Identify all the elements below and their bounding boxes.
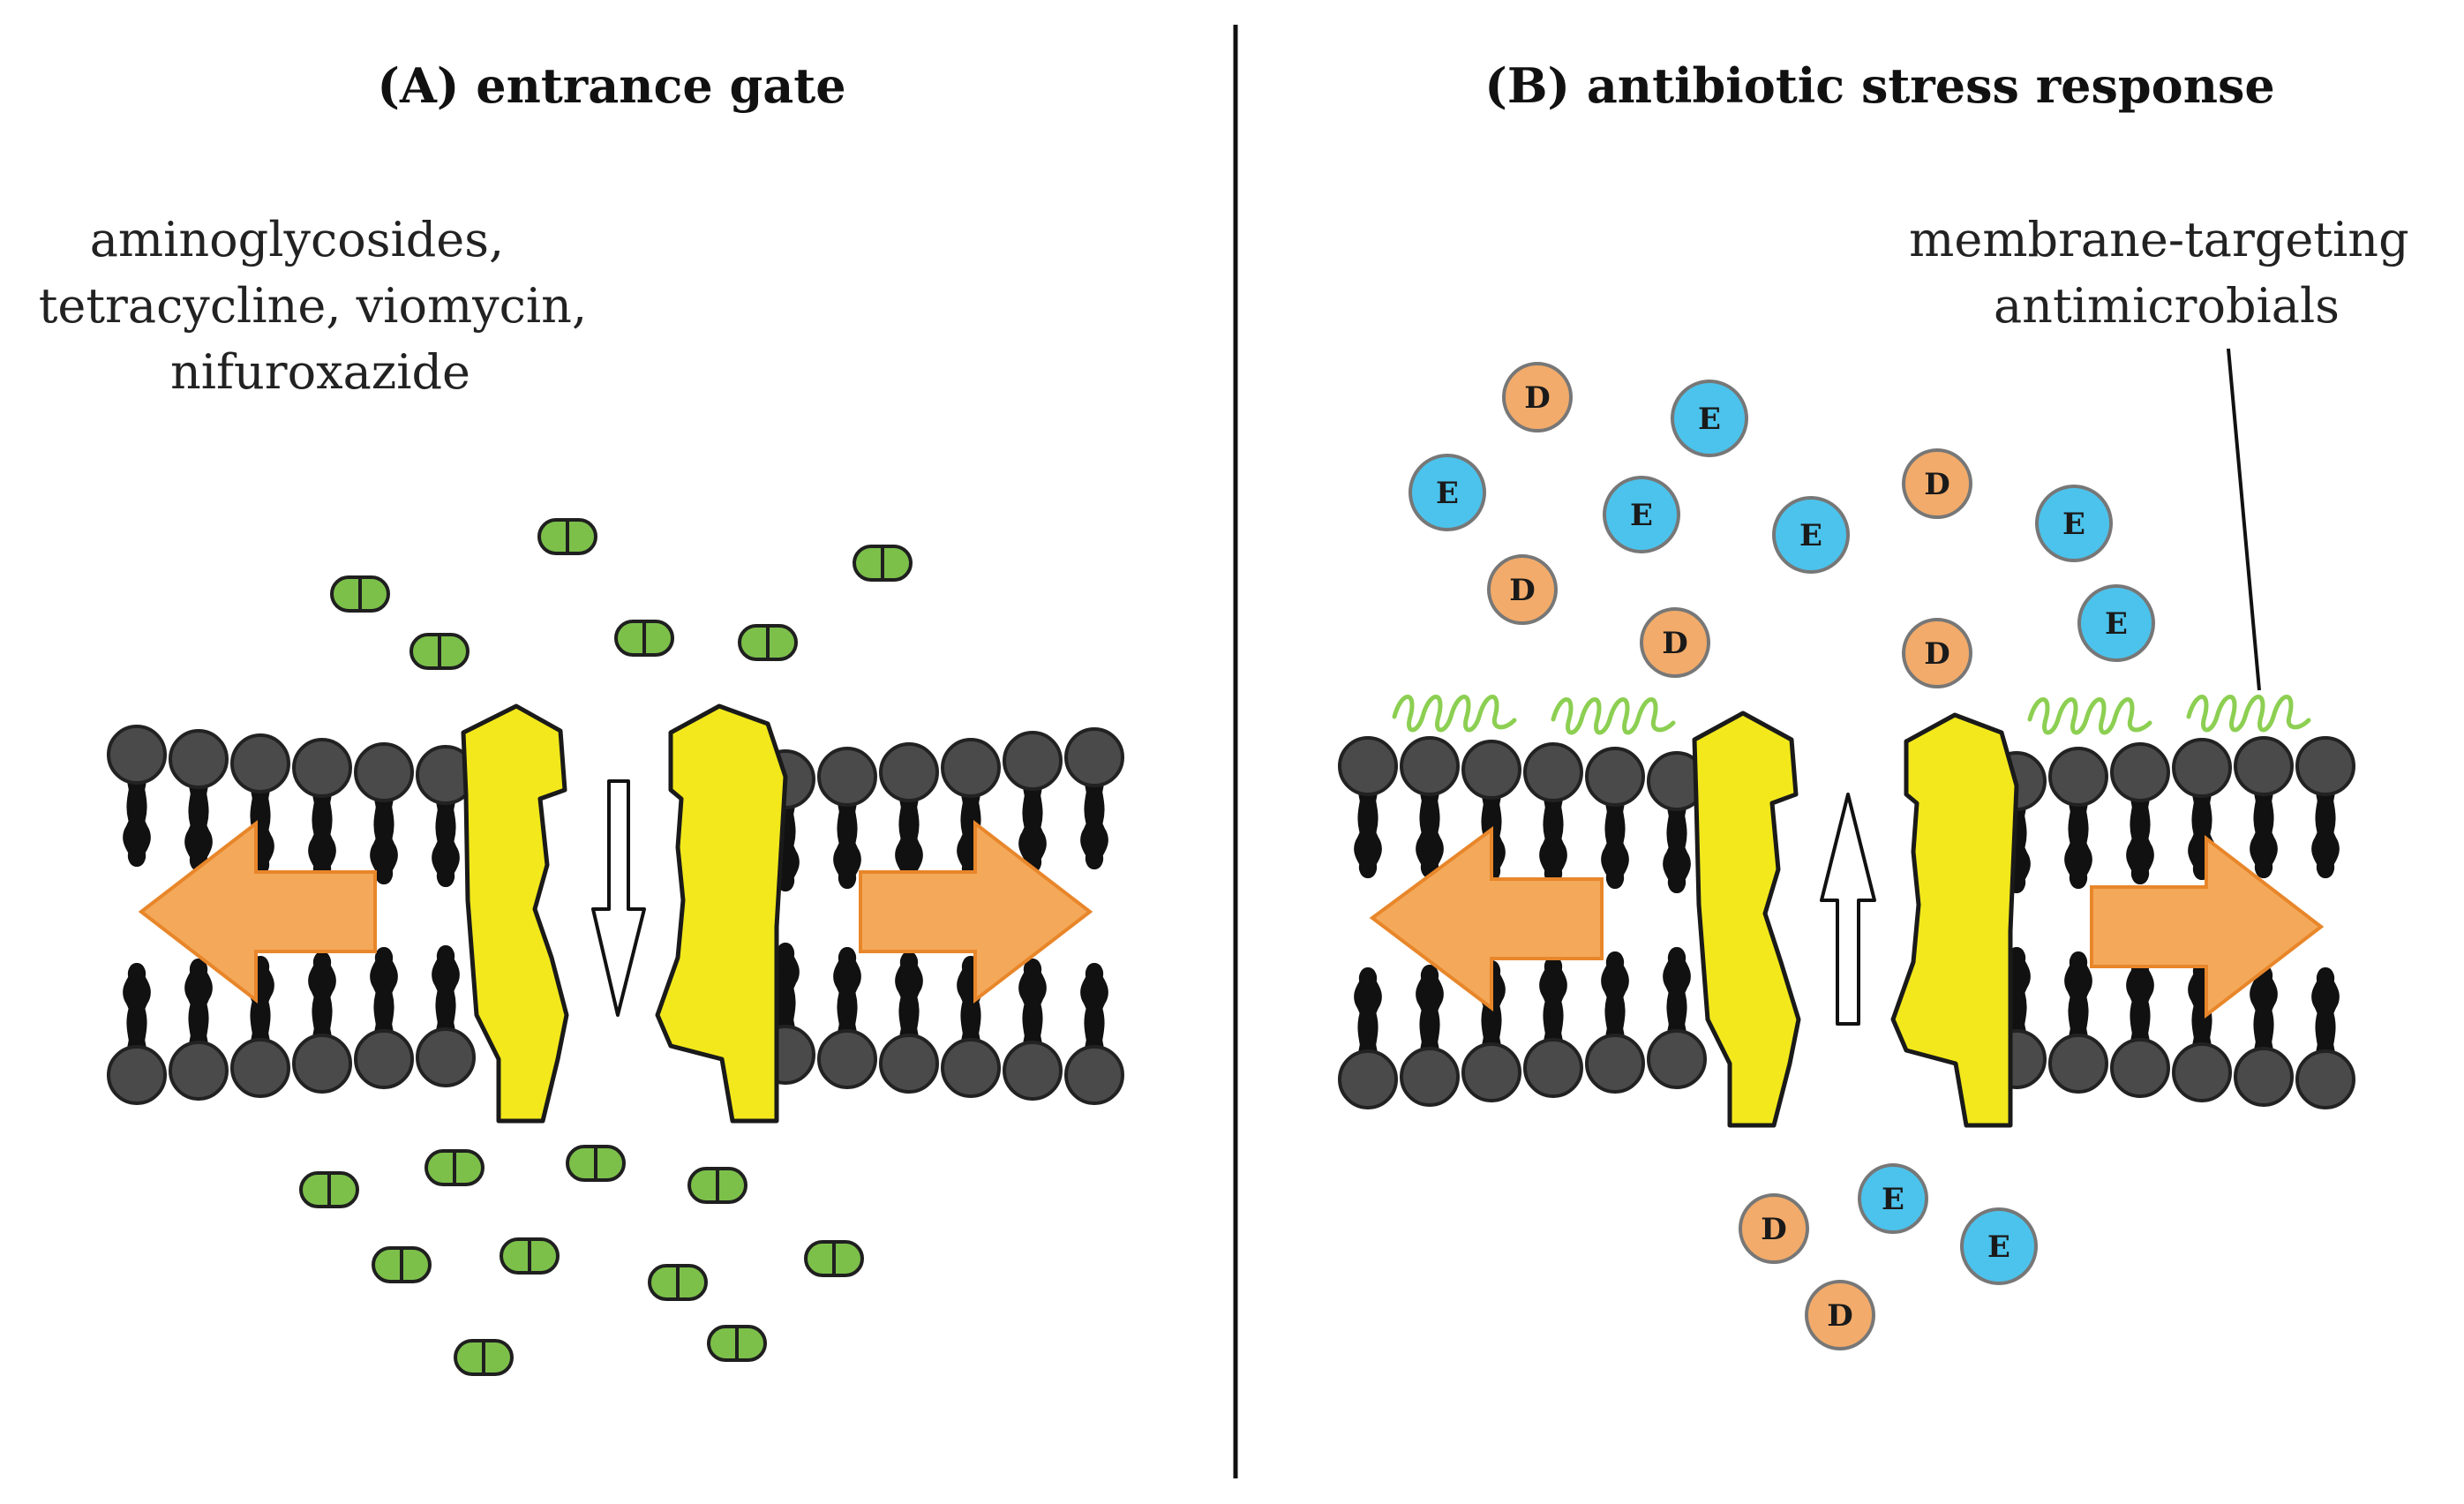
ion-e: E: [2077, 584, 2155, 662]
membrane-arrow-left: [1369, 826, 1604, 1012]
svg-text:D: D: [1924, 636, 1949, 672]
membrane-arrow-left: [138, 819, 377, 1004]
ion-d: D: [1487, 554, 1558, 625]
antimicrobial-pointer-line: [2227, 348, 2261, 691]
svg-text:E: E: [2062, 507, 2085, 542]
svg-text:E: E: [1987, 1230, 2010, 1265]
drug-pill: [454, 1339, 514, 1376]
channel-right-half: [655, 703, 788, 1124]
ion-d: D: [1739, 1193, 1809, 1264]
svg-text:E: E: [2105, 606, 2128, 642]
channel-left-half: [1692, 711, 1801, 1128]
antimicrobial-label-line-2: antimicrobials: [1994, 278, 2340, 334]
ion-e: E: [1960, 1207, 2038, 1285]
ion-d: D: [1902, 448, 1972, 519]
drug-pill: [853, 545, 913, 582]
drug-label-line-1: aminoglycosides,: [90, 212, 504, 267]
ion-e: E: [1858, 1163, 1928, 1234]
drug-pill: [648, 1264, 708, 1301]
outward-flux-arrow: [1820, 793, 1876, 1026]
svg-text:D: D: [1509, 573, 1535, 608]
ion-e: E: [1772, 496, 1850, 574]
ion-d: D: [1902, 618, 1972, 688]
panel-a: (A) entrance gate aminoglycosides, tetra…: [39, 57, 1123, 1376]
svg-text:D: D: [1924, 467, 1949, 502]
drug-label-line-3: nifuroxazide: [170, 344, 470, 400]
svg-text:E: E: [1436, 476, 1459, 511]
membrane-arrow-right: [859, 819, 1093, 1004]
ion-e: E: [2035, 485, 2113, 562]
svg-text:E: E: [1698, 402, 1721, 437]
antimicrobial-peptide: [1553, 700, 1673, 733]
drug-pill: [424, 1149, 485, 1186]
inward-flux-arrow: [591, 779, 646, 1017]
panel-b-title: (B) antibiotic stress response: [1484, 57, 2274, 114]
ion-e: E: [1671, 380, 1748, 457]
svg-text:D: D: [1662, 626, 1687, 661]
drug-pill: [409, 633, 470, 670]
svg-text:D: D: [1761, 1212, 1786, 1247]
ion-d: D: [1805, 1280, 1875, 1350]
antimicrobial-peptide: [2189, 697, 2309, 731]
panel-b: (B) antibiotic stress response membrane-…: [1340, 57, 2424, 1350]
svg-text:E: E: [1630, 498, 1653, 533]
svg-text:D: D: [1827, 1298, 1852, 1334]
drug-pill: [614, 620, 674, 657]
panel-a-title: (A) entrance gate: [377, 57, 845, 114]
drug-pill: [299, 1171, 359, 1208]
svg-text:D: D: [1524, 380, 1550, 416]
panel-b-antimicrobial-label: membrane-targeting antimicrobials: [1909, 212, 2424, 334]
drug-pill: [738, 624, 798, 661]
drug-pill: [537, 518, 597, 555]
panel-a-drug-label: aminoglycosides, tetracycline, viomycin,…: [39, 212, 603, 400]
drug-pill: [566, 1145, 626, 1182]
antimicrobial-peptide: [1394, 697, 1514, 731]
channel-left-half: [461, 703, 569, 1124]
svg-text:E: E: [1799, 518, 1822, 553]
ion-e: E: [1409, 454, 1486, 531]
ion-d: D: [1640, 607, 1710, 678]
antimicrobial-peptide: [2030, 700, 2150, 733]
ion-d: D: [1502, 362, 1573, 432]
drug-pill: [707, 1325, 767, 1362]
drug-pill: [372, 1246, 432, 1283]
ion-e: E: [1603, 476, 1680, 553]
drug-pill: [687, 1167, 747, 1204]
drug-label-line-2: tetracycline, viomycin,: [39, 278, 587, 334]
antimicrobial-label-line-1: membrane-targeting: [1909, 212, 2408, 267]
drug-pill: [500, 1237, 560, 1275]
svg-text:E: E: [1882, 1182, 1904, 1217]
membrane-arrow-right: [2090, 834, 2325, 1019]
drug-pill: [804, 1240, 864, 1277]
drug-pill: [330, 575, 390, 613]
channel-right-half: [1890, 712, 2019, 1128]
